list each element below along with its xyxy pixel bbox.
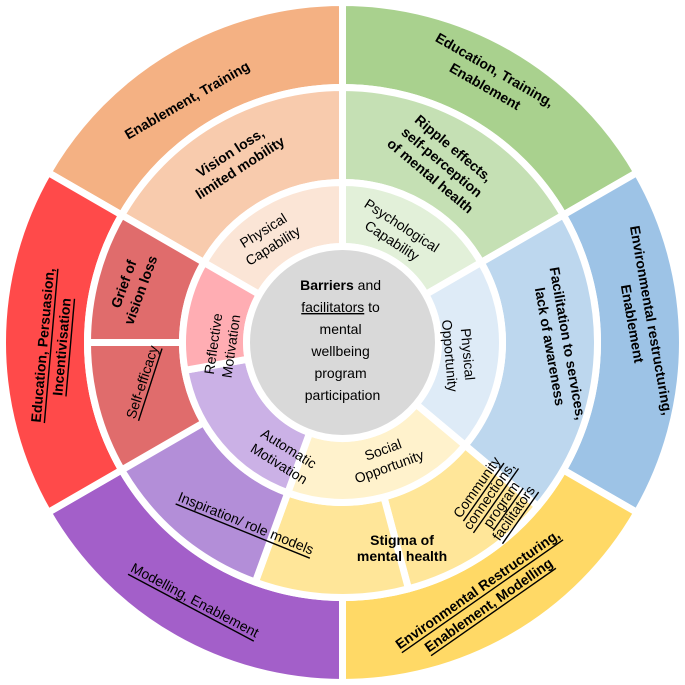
inner-label-physical-opportunity: PhysicalOpportunity	[439, 317, 479, 392]
center-circle	[243, 243, 442, 442]
center-label: Barriers and facilitators to mental well…	[300, 277, 385, 403]
